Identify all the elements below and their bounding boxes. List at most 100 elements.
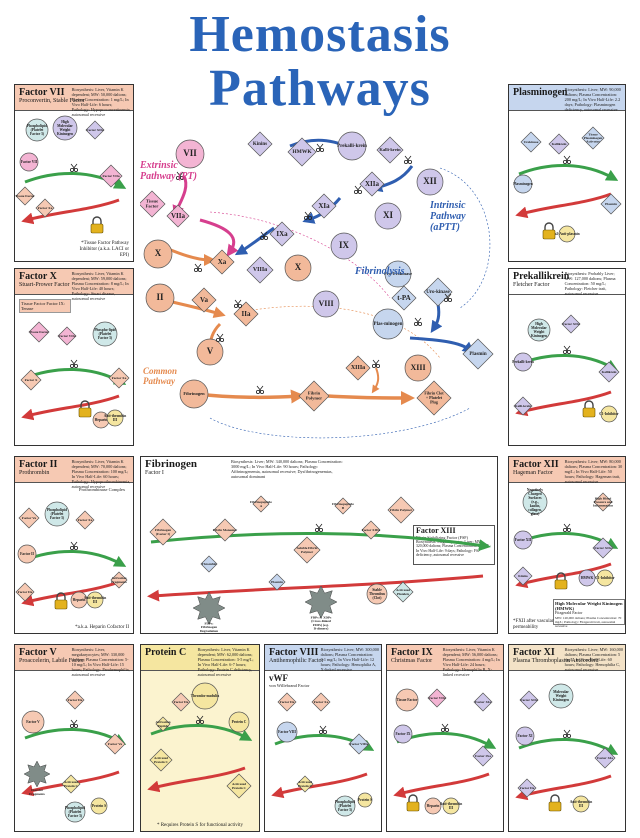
node-factor-xa xyxy=(311,692,331,712)
lock-icon xyxy=(544,222,554,230)
node-heparin-label: Heparin xyxy=(427,804,440,808)
scissors-icon xyxy=(315,147,320,152)
node-factor-xia-label: Factor XIa xyxy=(475,700,491,704)
node-kinins-label: Kinins xyxy=(253,142,267,147)
node-xi xyxy=(374,202,402,230)
scissors-icon xyxy=(260,236,265,241)
panel-title: Factor XII xyxy=(513,459,559,470)
node-x-right-label: X xyxy=(295,262,302,272)
node-viii-label: VIII xyxy=(318,299,333,308)
extrinsic-arrow-2 xyxy=(199,218,239,257)
node-factor-xiia xyxy=(561,314,581,334)
node-negatively-charged-surfaces-e-g-kaolin-collagen-glass xyxy=(522,489,548,515)
panel-factor-xii: Factor XII Hageman Factor Biosynthesis: … xyxy=(508,456,626,634)
panel-title: Factor VII xyxy=(19,87,65,98)
panel-info: Biosynthesis: Liver, megakaryocytes; MW:… xyxy=(71,647,130,677)
node-fibrinopeptide-b xyxy=(334,497,352,515)
node-xii-label: XII xyxy=(423,176,437,186)
node-factor-iia xyxy=(171,692,191,712)
node-prekalli-krein-label: Prekalli-krein xyxy=(512,360,533,364)
panel-subtitle: Fletcher Factor xyxy=(513,282,550,288)
node-factor-xi xyxy=(515,726,535,746)
panel-info: Biosynthesis: Liver; MW: 80,000 daltons;… xyxy=(564,459,623,484)
node-factor-iia xyxy=(277,692,297,712)
node-viiia-label: VIIIa xyxy=(253,267,267,273)
node-fibrin-clot xyxy=(416,380,452,416)
panel-footnote: *FXII after vascular permeability xyxy=(513,619,554,630)
node-plasmin xyxy=(600,193,622,215)
node-heparin xyxy=(424,797,442,815)
node-tissue-factor xyxy=(28,321,50,343)
node-factor-viii-label: Factor VIII xyxy=(278,730,296,734)
panel-footnote: * Requires Protein S for functional acti… xyxy=(156,823,244,828)
node-iia-label: IIa xyxy=(242,310,251,318)
node-fibrin-monomer xyxy=(213,518,237,542)
node-viiia xyxy=(246,256,274,284)
scissors-icon xyxy=(70,724,75,729)
node-hmwk xyxy=(287,137,317,167)
node-phospholipid-platelet-factor-3 xyxy=(25,118,49,142)
node-c1-inhibitor xyxy=(600,405,618,423)
title-line-2: Pathways xyxy=(209,60,431,117)
node-anti-thrombin-iii xyxy=(442,797,460,815)
node-heparin-label: Heparin xyxy=(73,598,86,602)
node-v-label: V xyxy=(207,346,214,356)
lock-icon xyxy=(584,400,594,408)
lock-icon xyxy=(550,794,560,802)
node-phospholipid-platelet-factor-3 xyxy=(44,501,70,527)
node-ii-label: II xyxy=(156,292,164,302)
node-anti-thrombin-iii xyxy=(106,409,124,427)
node-factor-xiia-label: Factor XIIa xyxy=(86,128,103,132)
node-thrombin xyxy=(200,555,218,573)
panel-info: Biosynthesis: Probably Liver; MW: 127,00… xyxy=(564,271,616,296)
node-plasminogen-label: Plasminogen xyxy=(513,182,533,186)
node-va xyxy=(191,287,217,313)
node-kallikrein-label: Kallikrein xyxy=(552,142,567,146)
panel-factor-viii: Factor VIII Antihemophilic Factor Biosyn… xyxy=(264,644,382,832)
node-x-left-label: X xyxy=(155,248,162,258)
node-high-blood-pressure-and-inflammation xyxy=(593,492,613,512)
scissors-icon xyxy=(403,160,408,165)
scissors-icon xyxy=(314,528,319,533)
node-factor-iia xyxy=(517,778,537,798)
node-stable-thrombus-clot xyxy=(366,583,388,605)
node-tissue-factor xyxy=(395,688,419,712)
node-factor-xiia xyxy=(85,120,105,140)
fibrinolysis-arrow-2 xyxy=(409,336,475,354)
scissors-icon xyxy=(70,546,75,551)
node-tpa-label: t-PA xyxy=(397,294,410,302)
lock-icon xyxy=(408,794,418,802)
node-protein-s xyxy=(90,797,108,815)
node-urokinase-label: Urokinase xyxy=(524,140,539,144)
hmwk-box: High Molecular Weight Kininogen (HMWK) F… xyxy=(553,599,625,628)
node-phospho-lipid-platelet-factor-3 xyxy=(92,321,118,347)
inhibition-arrow xyxy=(515,774,612,801)
node-kallikrein-label: Kallikrein xyxy=(602,370,617,374)
node-factor-vii xyxy=(19,152,39,172)
inhibition-arrow xyxy=(515,192,612,219)
node-xia xyxy=(311,193,337,219)
scissors-icon xyxy=(441,728,446,733)
node-factor-ix-label: Factor IX xyxy=(395,732,410,736)
common-arrow-5 xyxy=(327,390,415,405)
node-factor-xa-label: Factor Xa xyxy=(314,700,329,704)
node-anti-thrombin-iii xyxy=(572,795,590,813)
node-activated-protein-c xyxy=(296,775,314,793)
node-v xyxy=(196,338,224,366)
node-fibrinopeptide-a xyxy=(252,495,270,513)
inhibition-arrow xyxy=(21,580,120,607)
node-kalli-krein xyxy=(513,396,533,416)
lock-icon xyxy=(80,400,90,408)
